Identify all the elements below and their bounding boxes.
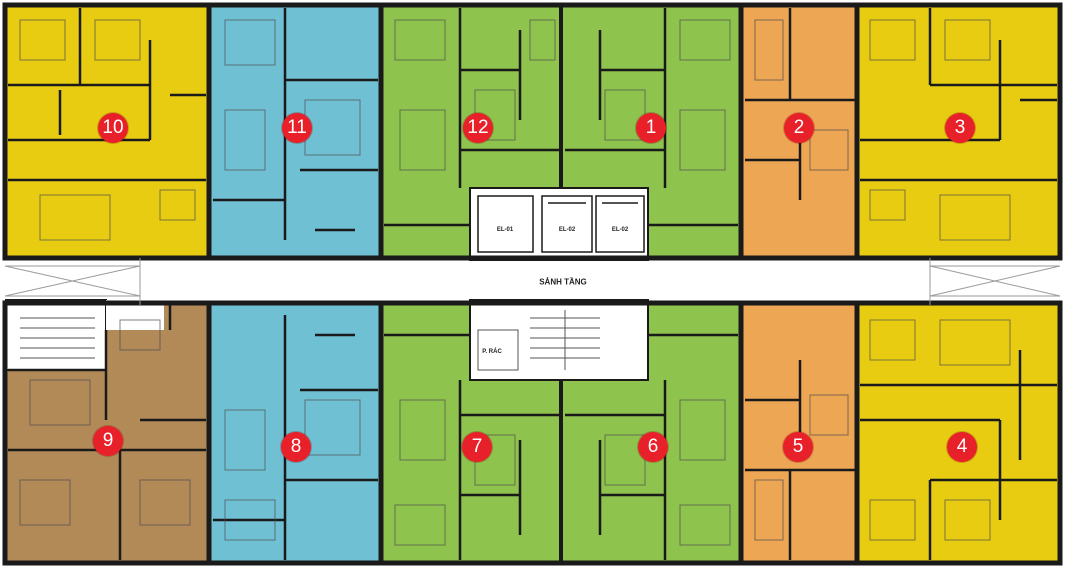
apartment-marker-6[interactable]: 6: [638, 432, 668, 462]
interior-partitions: [8, 8, 1057, 560]
apartment-marker-1[interactable]: 1: [636, 113, 666, 143]
apartment-marker-7[interactable]: 7: [462, 432, 492, 462]
stairs: [20, 310, 600, 371]
trash-room-label: P. RÁC: [482, 349, 502, 355]
service-areas: [5, 187, 649, 381]
trash-and-stair-core: [469, 299, 649, 381]
apartment-marker-12[interactable]: 12: [463, 113, 493, 143]
elevator-label-2: EL-02: [558, 227, 576, 233]
apartment-marker-2[interactable]: 2: [784, 113, 814, 143]
apartment-marker-9[interactable]: 9: [93, 426, 123, 456]
apartment-marker-4[interactable]: 4: [947, 432, 977, 462]
elevator-shafts: [477, 195, 645, 253]
apartment-fills: [6, 6, 1059, 562]
elevator-label-1: EL-01: [496, 227, 514, 233]
apartment-marker-10[interactable]: 10: [98, 113, 128, 143]
apartment-marker-8[interactable]: 8: [281, 432, 311, 462]
apartment-marker-5[interactable]: 5: [783, 432, 813, 462]
apartment-marker-11[interactable]: 11: [282, 113, 312, 143]
corridor-outline: [4, 258, 1061, 305]
elevator-label-3: EL-02: [611, 227, 629, 233]
apartment-marker-3[interactable]: 3: [945, 113, 975, 143]
elevator-core: [469, 187, 649, 261]
stair-top-left: [5, 299, 107, 371]
lobby-label: SẢNH TẦNG: [539, 277, 587, 287]
